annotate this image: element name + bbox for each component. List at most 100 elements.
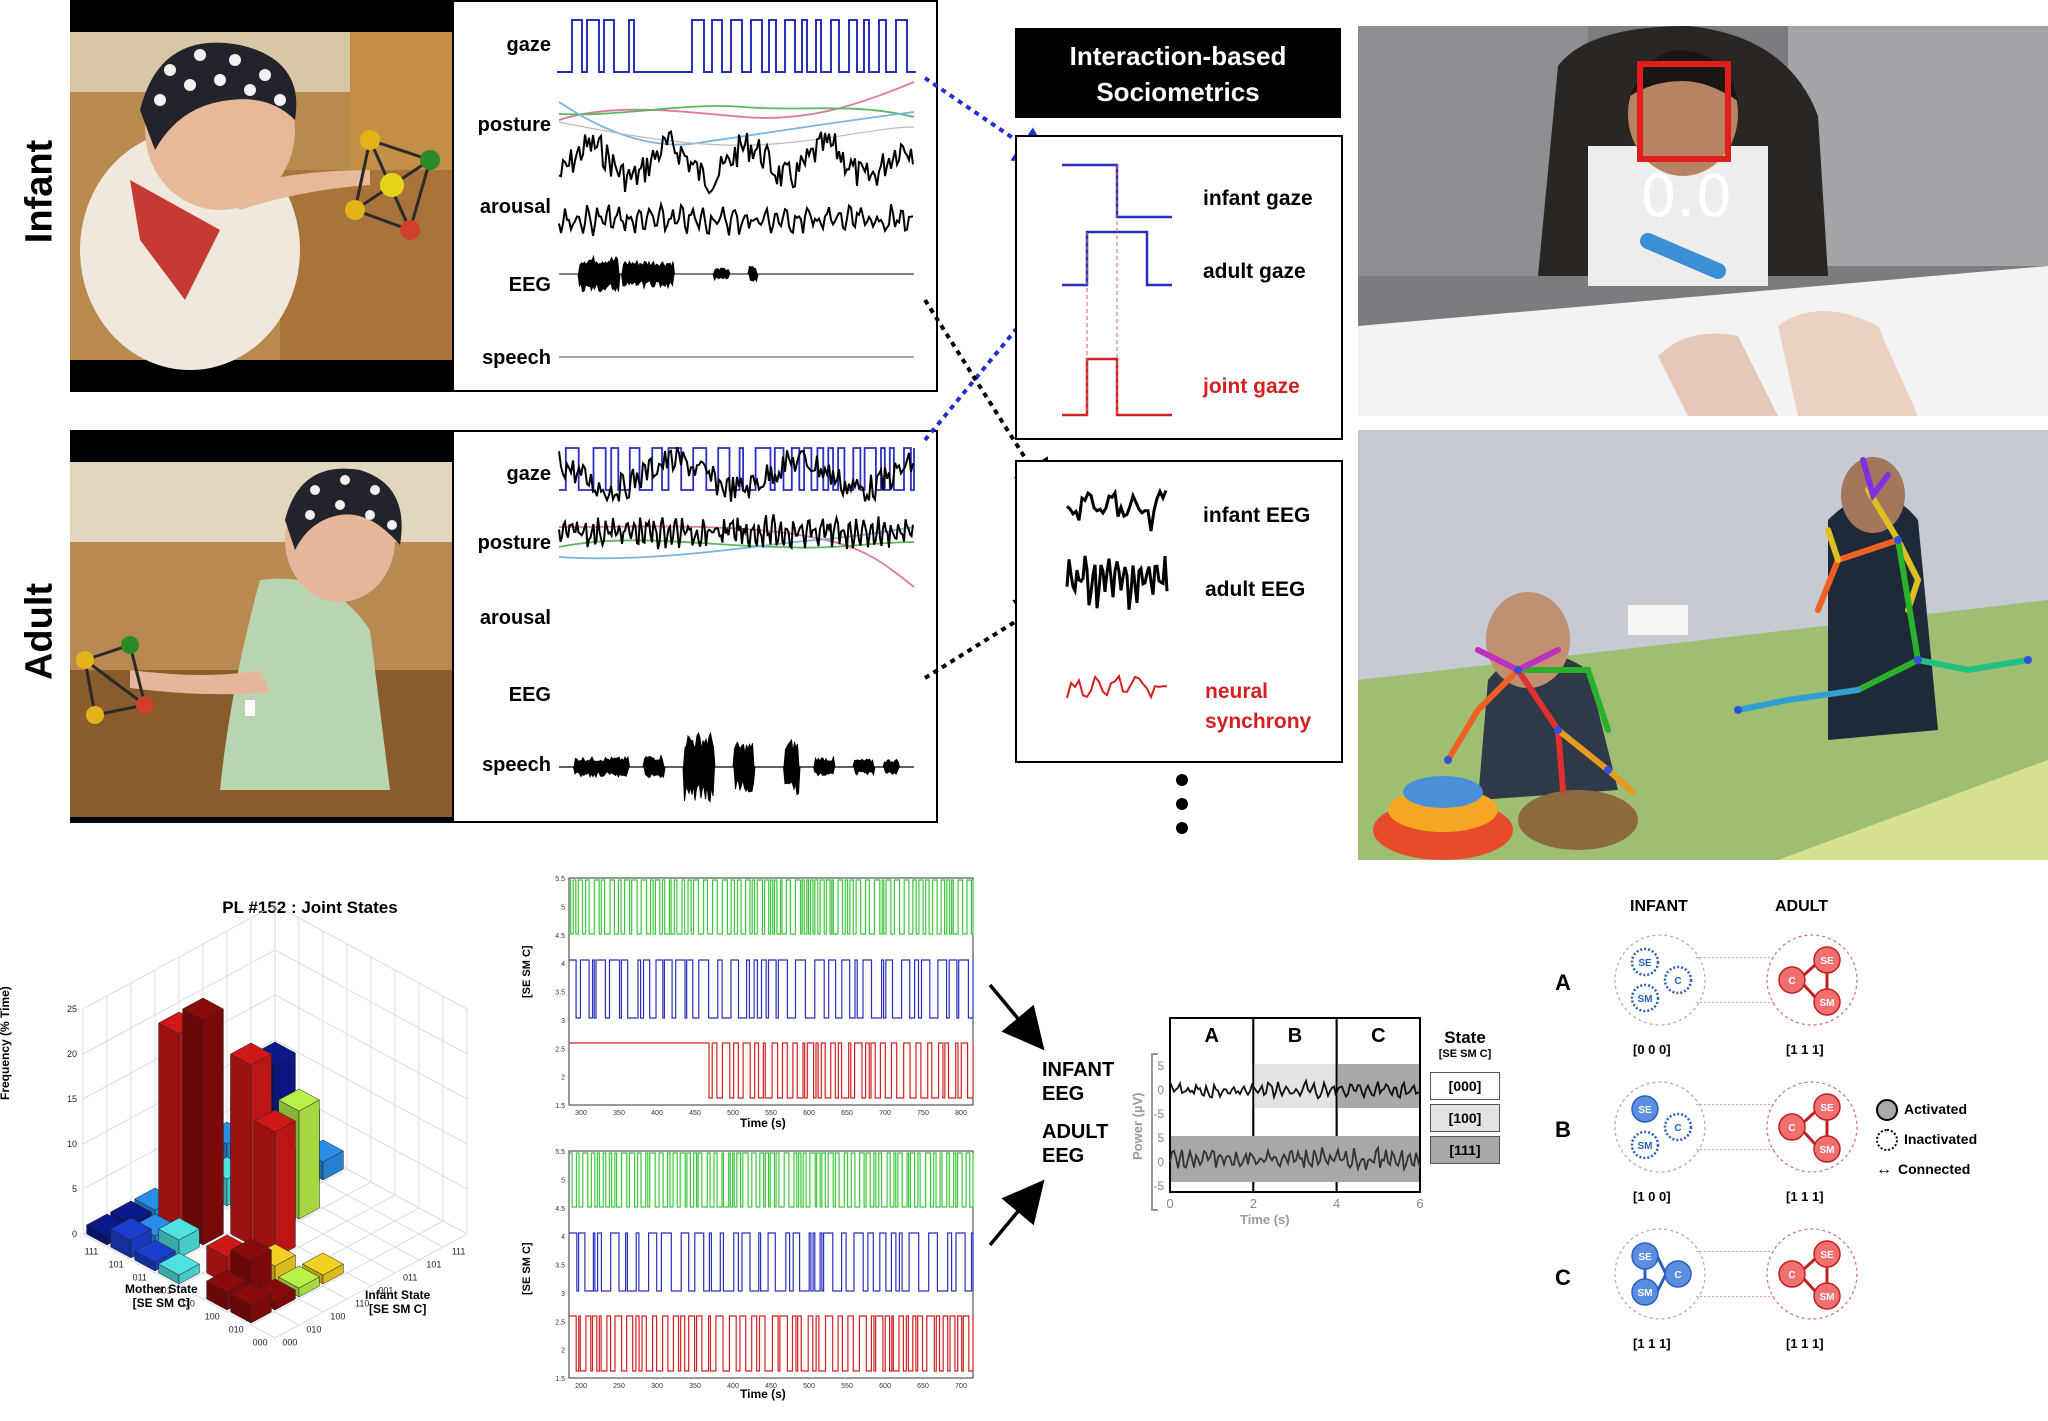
x-tick-label: 500 — [803, 1383, 815, 1390]
sociometrics-title-line1: Interaction-based — [1069, 41, 1287, 71]
network-adult-title: ADULT — [1775, 898, 1829, 915]
pose-estimation-photo — [1358, 430, 2048, 860]
infant-photo — [70, 0, 455, 392]
y-tick-label: 0 — [1157, 1155, 1164, 1169]
bar-face — [274, 1120, 296, 1259]
joint-state-bar — [158, 1252, 200, 1285]
y-tick-label: 4 — [561, 961, 565, 968]
green-state-trace — [569, 879, 974, 935]
adult-node-label: C — [1788, 1270, 1795, 1281]
infant-link — [1655, 1255, 1668, 1275]
adult-node-label: C — [1788, 1123, 1795, 1134]
legend-connected: ↔Connected — [1876, 1154, 1977, 1185]
adult-photo — [70, 430, 455, 823]
infant-node — [1631, 1242, 1659, 1270]
x-tick-label: 700 — [955, 1383, 967, 1390]
y-tick-label: -5 — [1153, 1179, 1164, 1193]
bar-face — [182, 997, 224, 1021]
mother-tick-label: 010 — [306, 1324, 321, 1334]
x-tick-label: 600 — [879, 1383, 891, 1390]
mother-tick-label: 111 — [452, 1246, 466, 1256]
network-infant-title: INFANT — [1630, 898, 1688, 915]
infant-tick-label: 000 — [253, 1337, 268, 1347]
mother-tick-label: 100 — [330, 1311, 345, 1321]
legend-inactivated-text: Inactivated — [1904, 1131, 1978, 1147]
adult-eeg-trace — [558, 514, 914, 551]
blue-state-trace — [569, 1232, 974, 1292]
floor-gridline — [250, 1220, 444, 1326]
adult-eeg-text: adult EEG — [1205, 578, 1306, 601]
face-tracking-photo: 0.0 — [1358, 26, 2048, 416]
infant-node — [1631, 1095, 1659, 1123]
infant-node-label: SM — [1638, 1141, 1653, 1152]
joint-state-bar — [254, 1109, 296, 1259]
eeg-infant-label: INFANT EEG — [1042, 1058, 1114, 1106]
joint-state-bar — [230, 1282, 272, 1324]
adult-speech-label: speech — [482, 754, 551, 776]
adult-brain-circle — [1766, 934, 1858, 1026]
z-tick-label: 10 — [67, 1139, 77, 1149]
infant-node — [1630, 1130, 1660, 1160]
infant-tick-label: 100 — [205, 1311, 220, 1321]
network-letter-b: B — [1555, 1117, 1571, 1142]
x-tick-label: 650 — [917, 1383, 929, 1390]
adult-node — [1813, 988, 1841, 1016]
neural-synchrony-mini — [1066, 673, 1167, 700]
adult-link — [1802, 1110, 1817, 1124]
x-tick-label: 6 — [1416, 1196, 1423, 1211]
inactivated-icon — [1876, 1129, 1898, 1152]
infant-posture-trace-4 — [558, 121, 915, 146]
state-legend-title: State — [1444, 1028, 1486, 1047]
adult-link — [1802, 1257, 1817, 1271]
adult-node — [1813, 1282, 1841, 1310]
infant-posture-trace-2 — [558, 105, 915, 118]
sociometrics-title: Interaction-based Sociometrics — [1015, 28, 1341, 118]
infant-node — [1663, 965, 1693, 995]
adult-node — [1778, 1113, 1806, 1141]
y-tick-label: 2 — [561, 1348, 565, 1355]
y-tick-label: 4 — [561, 1234, 565, 1241]
adult-brain-circle — [1766, 1081, 1858, 1173]
bar-face — [230, 1053, 252, 1246]
infant-node — [1664, 1260, 1692, 1288]
activated-icon — [1876, 1099, 1898, 1122]
adult-brain-circle — [1766, 1228, 1858, 1320]
x-tick-label: 350 — [689, 1383, 701, 1390]
bar-face — [134, 1239, 176, 1263]
state-000: [000] — [1430, 1072, 1500, 1100]
joint-state-bar — [182, 997, 224, 1246]
adult-node — [1813, 946, 1841, 974]
bar-face — [302, 1252, 344, 1276]
infant-eeg-mini — [1066, 487, 1168, 532]
adult-signals-panel: gaze posture arousal EEG speech — [452, 430, 938, 823]
infant-eeg-label: EEG — [508, 274, 551, 296]
infant-node — [1631, 1278, 1659, 1306]
blue-state-trace — [569, 959, 974, 1019]
infant-node — [1630, 983, 1660, 1013]
infant-link — [1655, 1273, 1668, 1293]
adult-node-label: SE — [1820, 1250, 1834, 1261]
adult-state-band — [1171, 1136, 1419, 1182]
infant-tick-label: 010 — [229, 1324, 244, 1334]
network-letter-a: A — [1555, 970, 1571, 995]
infant-node — [1663, 1112, 1693, 1142]
x-tick-label: 4 — [1333, 1196, 1340, 1211]
y-bracket — [1151, 1053, 1158, 1211]
red-state-trace — [569, 1042, 974, 1099]
mother-tick-label: 101 — [426, 1259, 441, 1269]
mother-state-label-1: Mother State — [125, 1282, 198, 1296]
infant-eeg-text: infant EEG — [1203, 504, 1311, 527]
eeg-sociometric-box: infant EEG adult EEG neural synchrony — [1015, 460, 1343, 763]
adult-code-c: [1 1 1] — [1786, 1336, 1824, 1351]
adult-link — [1802, 1130, 1817, 1146]
bar-face — [202, 1008, 224, 1246]
infant-node-label: SM — [1638, 994, 1653, 1005]
eeg-infant-label-1: INFANT — [1042, 1059, 1115, 1081]
joint-state-bar — [110, 1217, 152, 1259]
segment-label: B — [1288, 1025, 1302, 1047]
state-legend: State [SE SM C] [000] [100] [111] — [1430, 1028, 1500, 1164]
network-letter-c: C — [1555, 1265, 1571, 1290]
y-tick-label: 2 — [561, 1075, 565, 1082]
adult-gaze-text: adult gaze — [1203, 260, 1306, 283]
